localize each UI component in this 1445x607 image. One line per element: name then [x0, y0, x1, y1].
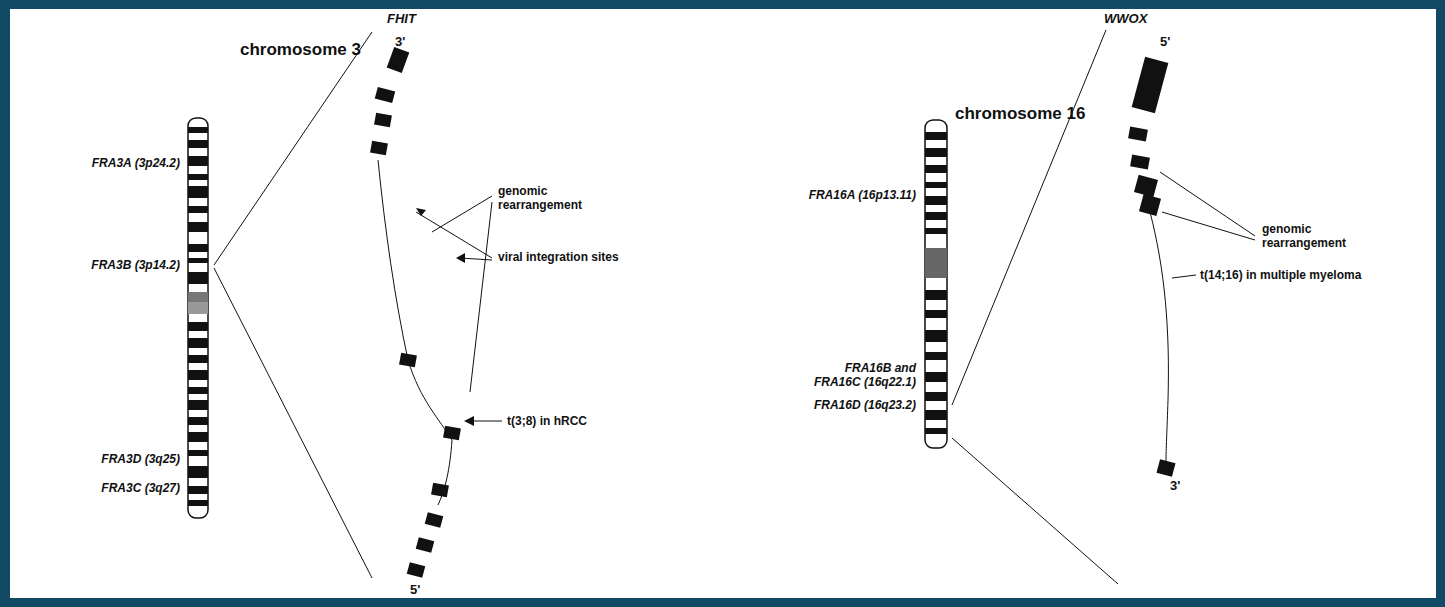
- fragile-site-label: FRA16B and FRA16C (16q22.1): [800, 361, 916, 389]
- end-marker: 3': [1170, 478, 1180, 494]
- annotation: viral integration sites: [498, 250, 619, 264]
- fragile-site-label: FRA16D (16q23.2): [814, 398, 916, 412]
- fragile-site-label: FRA3A (3p24.2): [92, 156, 180, 170]
- fragile-site-label: FRA16A (16p13.11): [809, 188, 916, 202]
- chromosome-title: chromosome 16: [955, 104, 1085, 124]
- fragile-site-label: FRA3C (3q27): [101, 481, 180, 495]
- chromosome-title: chromosome 3: [240, 40, 361, 60]
- fragile-site-label: FRA3B (3p14.2): [91, 258, 180, 272]
- white-panel: [10, 9, 1436, 598]
- annotation: t(14;16) in multiple myeloma: [1200, 268, 1361, 282]
- gene-name: WWOX: [1104, 11, 1147, 27]
- fragile-site-label: FRA3D (3q25): [101, 452, 180, 466]
- end-marker: 3': [395, 34, 405, 50]
- annotation: genomic rearrangement: [1262, 222, 1362, 250]
- gene-name: FHIT: [387, 11, 416, 27]
- annotation: t(3;8) in hRCC: [507, 414, 587, 428]
- annotation: genomic rearrangement: [498, 184, 598, 212]
- end-marker: 5': [1160, 34, 1170, 50]
- end-marker: 5': [410, 582, 420, 598]
